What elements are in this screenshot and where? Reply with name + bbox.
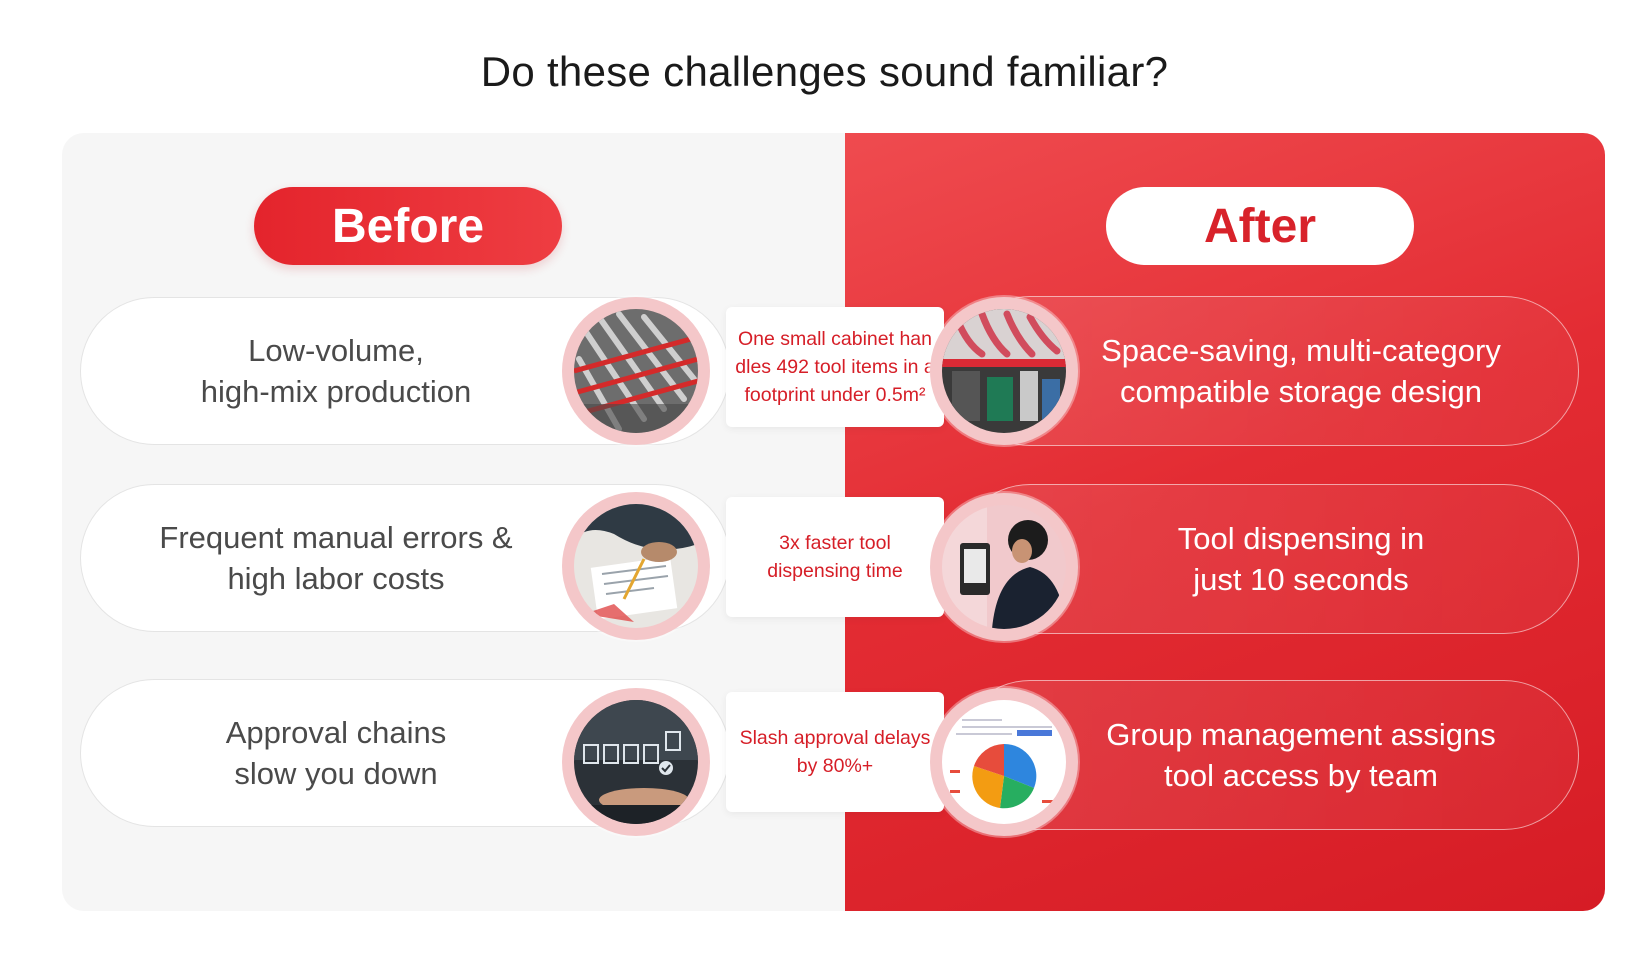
pie-chart-report-photo-graphic bbox=[942, 700, 1066, 824]
before-row-2-line-1: Frequent manual errors & bbox=[159, 520, 513, 555]
checklist-laptop-photo-icon bbox=[562, 688, 710, 836]
before-row-2-line-2: high labor costs bbox=[227, 561, 445, 596]
tools-bin-photo-graphic bbox=[574, 309, 698, 433]
headline: Do these challenges sound familiar? bbox=[480, 48, 1169, 95]
storage-cabinet-photo-graphic bbox=[942, 309, 1066, 433]
before-row-1-line-2: high-mix production bbox=[200, 374, 472, 409]
middle-card-3-line-2: by 80%+ bbox=[796, 755, 874, 777]
before-row-3-line-1: Approval chains bbox=[225, 715, 447, 750]
middle-card-2-line-2: dispensing time bbox=[767, 560, 903, 582]
before-row-1-text: Low-volume, high-mix production bbox=[81, 298, 591, 444]
middle-card-1-line-3: footprint under 0.5m² bbox=[744, 384, 926, 406]
kiosk-user-photo-graphic bbox=[942, 505, 1066, 629]
kiosk-user-photo-icon bbox=[930, 493, 1078, 641]
middle-card-1: One small cabinet han dles 492 tool items… bbox=[726, 307, 944, 427]
tools-bin-photo-icon bbox=[562, 297, 710, 445]
pie-chart-report-photo-icon bbox=[930, 688, 1078, 836]
before-row-3-line-2: slow you down bbox=[234, 756, 438, 791]
checklist-laptop-photo-graphic bbox=[574, 700, 698, 824]
middle-card-2-line-1: 3x faster tool bbox=[779, 532, 891, 554]
after-row-3-line-1: Group management assigns bbox=[1106, 717, 1496, 752]
middle-card-3: Slash approval delays by 80%+ bbox=[726, 692, 944, 812]
storage-cabinet-photo-icon bbox=[930, 297, 1078, 445]
middle-card-2: 3x faster tool dispensing time bbox=[726, 497, 944, 617]
middle-card-1-line-1: One small cabinet han bbox=[737, 328, 932, 350]
after-row-1-line-1: Space-saving, multi-category bbox=[1101, 333, 1501, 368]
after-row-2-line-2: just 10 seconds bbox=[1193, 562, 1409, 597]
before-row-2-text: Frequent manual errors & high labor costs bbox=[81, 485, 591, 631]
paperwork-photo-graphic bbox=[574, 504, 698, 628]
before-row-1-line-1: Low-volume, bbox=[248, 333, 424, 368]
after-row-3-line-2: tool access by team bbox=[1164, 758, 1438, 793]
after-row-2-text: Tool dispensing in just 10 seconds bbox=[1016, 485, 1586, 633]
after-row-1-text: Space-saving, multi-category compatible s… bbox=[1016, 297, 1586, 445]
middle-card-1-line-2: dles 492 tool items in a bbox=[735, 356, 935, 378]
after-row-1-line-2: compatible storage design bbox=[1120, 374, 1482, 409]
before-label: Before bbox=[254, 187, 562, 265]
paperwork-photo-icon bbox=[562, 492, 710, 640]
before-row-3-text: Approval chains slow you down bbox=[81, 680, 591, 826]
after-label: After bbox=[1106, 187, 1414, 265]
after-row-2-line-1: Tool dispensing in bbox=[1177, 521, 1425, 556]
after-row-3-text: Group management assigns tool access by t… bbox=[1016, 681, 1586, 829]
middle-card-3-line-1: Slash approval delays bbox=[739, 727, 931, 749]
